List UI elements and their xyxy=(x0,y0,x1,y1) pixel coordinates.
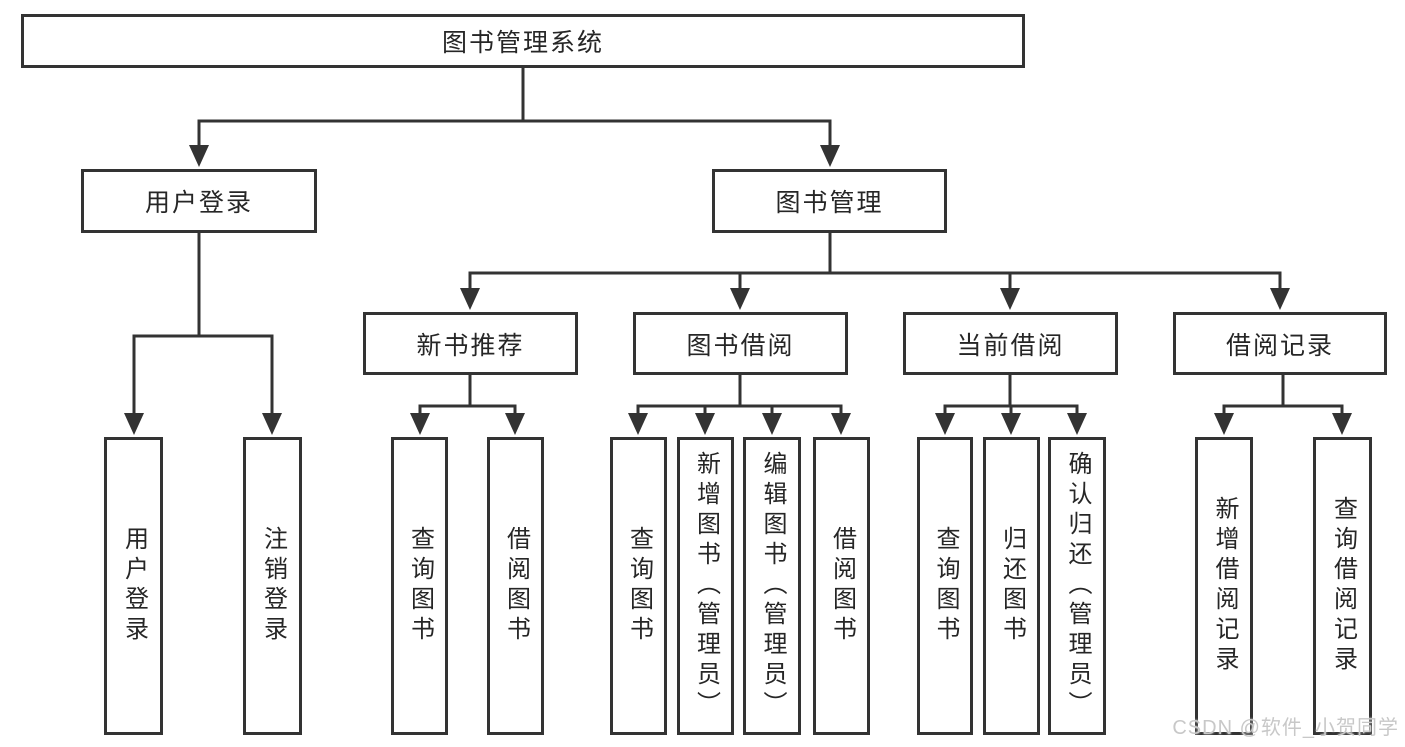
arrowhead-icon xyxy=(1067,413,1087,435)
arrowhead-icon xyxy=(505,413,525,435)
connector-path xyxy=(636,373,843,423)
node-user-login: 用户登录 xyxy=(81,169,317,233)
leaf-nr-query-book: 查询图书 xyxy=(391,437,448,735)
node-book-borrow: 图书借阅 xyxy=(633,312,848,375)
node-root: 图书管理系统 xyxy=(21,14,1025,68)
leaf-logout: 注销登录 xyxy=(243,437,302,735)
arrowhead-icon xyxy=(124,413,144,435)
arrowhead-icon xyxy=(762,413,782,435)
arrowhead-icon xyxy=(935,413,955,435)
arrowhead-icon xyxy=(730,288,750,310)
connector-path xyxy=(1222,373,1344,423)
arrowhead-icon xyxy=(262,413,282,435)
leaf-bb-query-book: 查询图书 xyxy=(610,437,667,735)
node-new-book-recommend: 新书推荐 xyxy=(363,312,578,375)
arrowhead-icon xyxy=(820,145,840,167)
arrowhead-icon xyxy=(1332,413,1352,435)
connector-path xyxy=(418,373,517,423)
leaf-cb-query-book: 查询图书 xyxy=(917,437,973,735)
leaf-bb-add-book: 新增图书（管理员） xyxy=(677,437,734,735)
leaf-user-login: 用户登录 xyxy=(104,437,163,735)
connector-path xyxy=(468,231,1282,298)
leaf-br-add-record: 新增借阅记录 xyxy=(1195,437,1253,735)
arrowhead-icon xyxy=(460,288,480,310)
leaf-br-query-record: 查询借阅记录 xyxy=(1313,437,1372,735)
watermark-text: CSDN @软件_小贺同学 xyxy=(1172,717,1399,739)
arrowhead-icon xyxy=(1270,288,1290,310)
connector-path xyxy=(132,231,274,423)
arrowhead-icon xyxy=(695,413,715,435)
arrowhead-icon xyxy=(1001,413,1021,435)
node-borrow-records: 借阅记录 xyxy=(1173,312,1387,375)
node-book-management: 图书管理 xyxy=(712,169,947,233)
arrowhead-icon xyxy=(1000,288,1020,310)
arrowhead-icon xyxy=(410,413,430,435)
arrowhead-icon xyxy=(1214,413,1234,435)
leaf-cb-confirm-return: 确认归还（管理员） xyxy=(1048,437,1106,735)
node-current-borrow: 当前借阅 xyxy=(903,312,1118,375)
leaf-bb-edit-book: 编辑图书（管理员） xyxy=(743,437,801,735)
arrowhead-icon xyxy=(831,413,851,435)
leaf-cb-return-book: 归还图书 xyxy=(983,437,1040,735)
leaf-bb-borrow-book: 借阅图书 xyxy=(813,437,870,735)
leaf-nr-borrow-book: 借阅图书 xyxy=(487,437,544,735)
arrowhead-icon xyxy=(189,145,209,167)
arrowhead-icon xyxy=(628,413,648,435)
connector-path xyxy=(197,66,832,155)
